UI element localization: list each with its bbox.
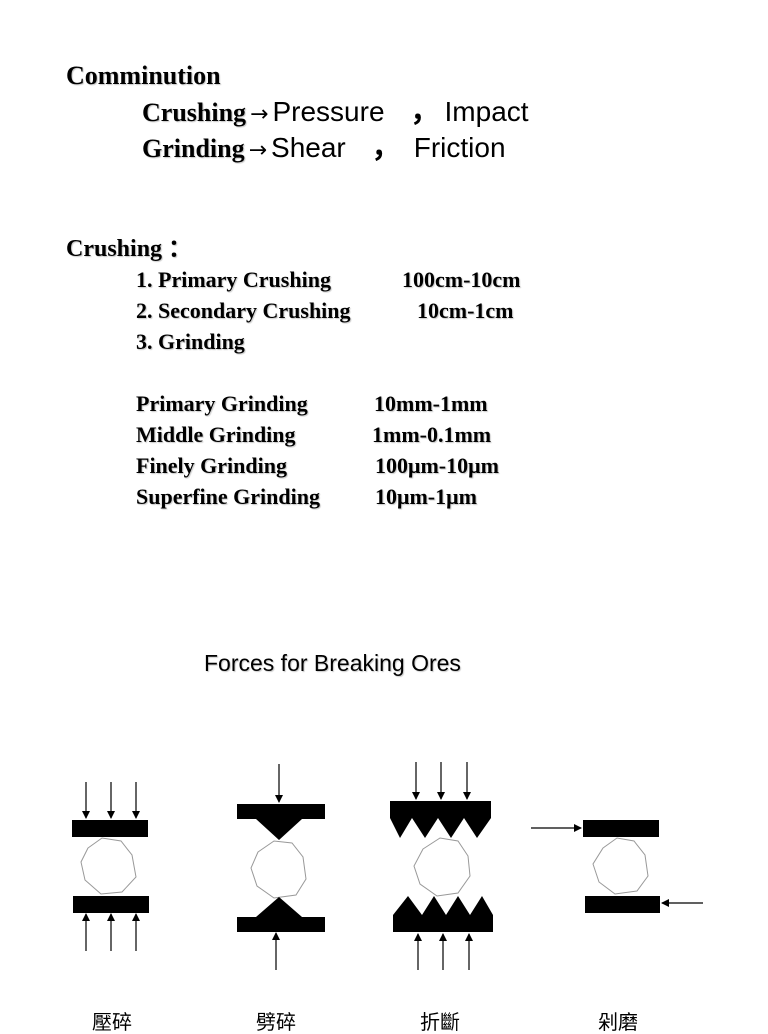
force-label-shearing: 剁磨 xyxy=(598,1010,638,1034)
lower-plate xyxy=(73,896,149,913)
grinding-stage-range: 10mm-1mm xyxy=(374,391,488,416)
force-label-compression: 壓碎 xyxy=(92,1010,132,1034)
force-friction: Friction xyxy=(413,132,506,163)
compression-diagram xyxy=(72,782,149,951)
crushing-stage-name: 2. Secondary Crushing xyxy=(136,298,351,323)
shearing-diagram xyxy=(531,820,703,913)
grinding-stage-name: Superfine Grinding xyxy=(136,484,320,509)
upper-plate xyxy=(237,804,325,819)
forces-figure-title: Forces for Breaking Ores xyxy=(204,650,461,676)
ore-particle xyxy=(80,837,137,895)
right-arrow-icon: → xyxy=(248,138,268,163)
crushing-stage-name: 1. Primary Crushing xyxy=(136,267,331,292)
grinding-stage-name: Primary Grinding xyxy=(136,391,308,416)
crushing-forces-line: Crushing → Pressure ， Impact xyxy=(142,97,529,127)
right-arrow-icon: → xyxy=(250,102,269,127)
grinding-term: Grinding xyxy=(142,134,245,163)
upper-plate xyxy=(583,820,659,837)
splitting-diagram xyxy=(237,764,325,970)
lower-plate xyxy=(585,896,660,913)
lower-toothed-plate xyxy=(393,896,493,932)
upper-plate xyxy=(72,820,148,837)
grinding-stage-range: 100μm-10μm xyxy=(375,453,499,478)
force-label-bending: 折斷 xyxy=(420,1010,460,1034)
ore-particle xyxy=(413,837,471,897)
crushing-term: Crushing xyxy=(142,98,247,127)
force-pressure: Pressure xyxy=(272,96,385,127)
crushing-stage-range: 100cm-10cm xyxy=(402,267,521,292)
upper-toothed-plate xyxy=(390,801,491,838)
upper-wedge xyxy=(256,819,302,840)
crushing-stage-name: 3. Grinding xyxy=(136,329,245,354)
grinding-forces-line: Grinding → Shear ， Friction xyxy=(142,133,506,163)
crushing-heading: Crushing ： xyxy=(66,236,193,262)
grinding-stage-range: 10μm-1μm xyxy=(375,484,477,509)
crushing-stage-range: 10cm-1cm xyxy=(417,298,514,323)
ore-particle xyxy=(250,840,307,899)
grinding-stage-range: 1mm-0.1mm xyxy=(372,422,492,447)
bending-diagram xyxy=(390,762,493,970)
grinding-stage-name: Finely Grinding xyxy=(136,453,287,478)
ore-particle xyxy=(592,837,649,895)
lower-wedge xyxy=(256,897,302,917)
grinding-stage-name: Middle Grinding xyxy=(136,422,296,447)
separator: ， xyxy=(371,130,402,165)
force-shear: Shear xyxy=(271,132,346,163)
force-label-splitting: 劈碎 xyxy=(256,1010,296,1034)
separator: ， xyxy=(410,94,441,129)
lower-plate xyxy=(237,917,325,932)
comminution-title: Comminution xyxy=(66,61,221,90)
force-impact: Impact xyxy=(444,96,529,127)
